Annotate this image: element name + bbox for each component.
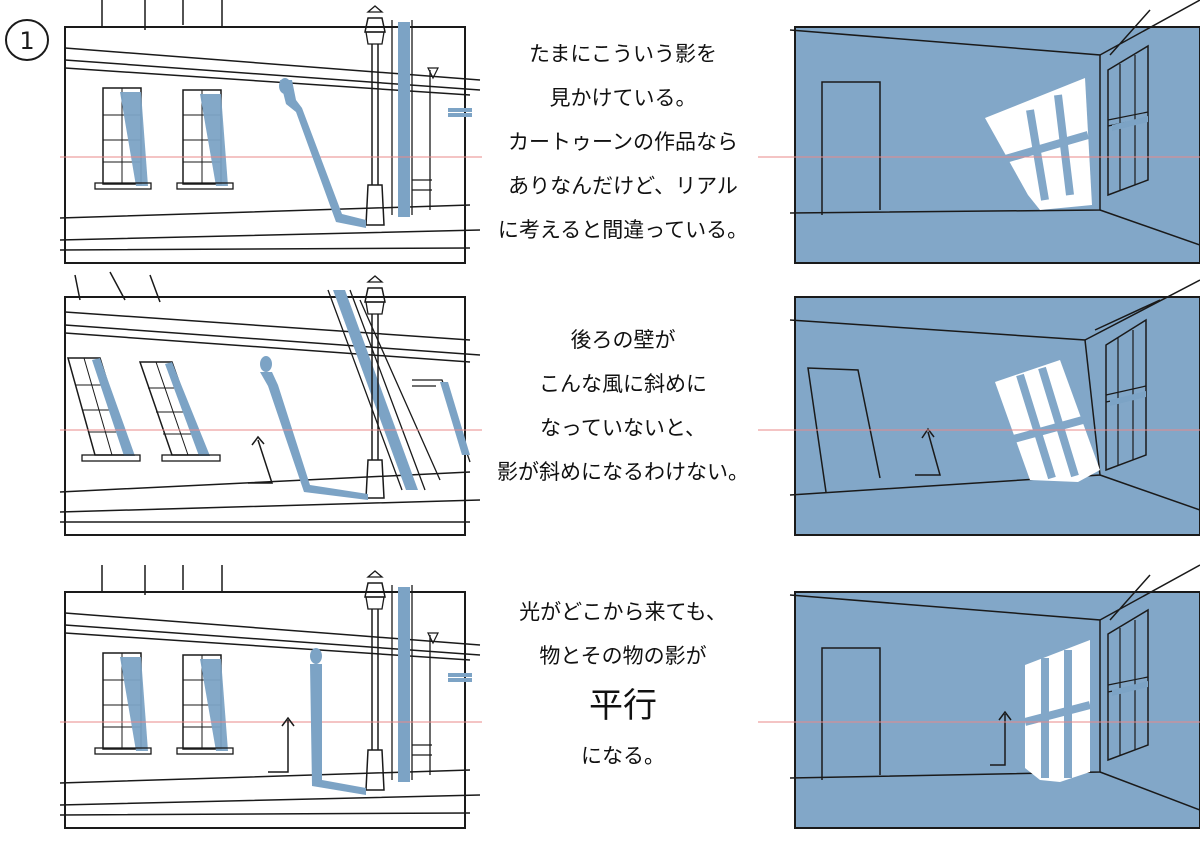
caption-line: ありなんだけど、リアル bbox=[508, 174, 738, 198]
caption-row2: 後ろの壁が こんな風に斜めに なっていないと、 影が斜めになるわけない。 bbox=[473, 318, 773, 494]
street-scene-row3 bbox=[58, 563, 484, 830]
room-scene-row1 bbox=[758, 0, 1200, 264]
caption-line: たまにこういう影を bbox=[529, 42, 717, 66]
step-badge: 1 bbox=[5, 19, 49, 61]
caption-line: 見かけている。 bbox=[549, 86, 697, 110]
caption-line: カートゥーンの作品なら bbox=[508, 130, 738, 154]
room-scene-row3 bbox=[758, 564, 1200, 829]
caption-line: になる。 bbox=[581, 744, 665, 768]
caption-line: こんな風に斜めに bbox=[539, 372, 707, 396]
caption-row1: たまにこういう影を 見かけている。 カートゥーンの作品なら ありなんだけど、リア… bbox=[473, 32, 773, 252]
caption-line: に考えると間違っている。 bbox=[497, 218, 749, 242]
street-scene-row1 bbox=[58, 0, 484, 265]
street-scene-row2 bbox=[59, 271, 482, 536]
caption-line: なっていないと、 bbox=[539, 416, 707, 440]
caption-line: 影が斜めになるわけない。 bbox=[497, 460, 749, 484]
caption-line: 後ろの壁が bbox=[570, 328, 676, 352]
caption-emphasis: 平行 bbox=[589, 686, 657, 726]
step-number: 1 bbox=[19, 27, 34, 55]
room-scene-row2 bbox=[758, 279, 1200, 536]
caption-row3: 光がどこから来ても、 物とその物の影が 平行 になる。 bbox=[473, 590, 773, 778]
caption-line: 物とその物の影が bbox=[539, 644, 707, 668]
caption-line: 光がどこから来ても、 bbox=[519, 600, 727, 624]
